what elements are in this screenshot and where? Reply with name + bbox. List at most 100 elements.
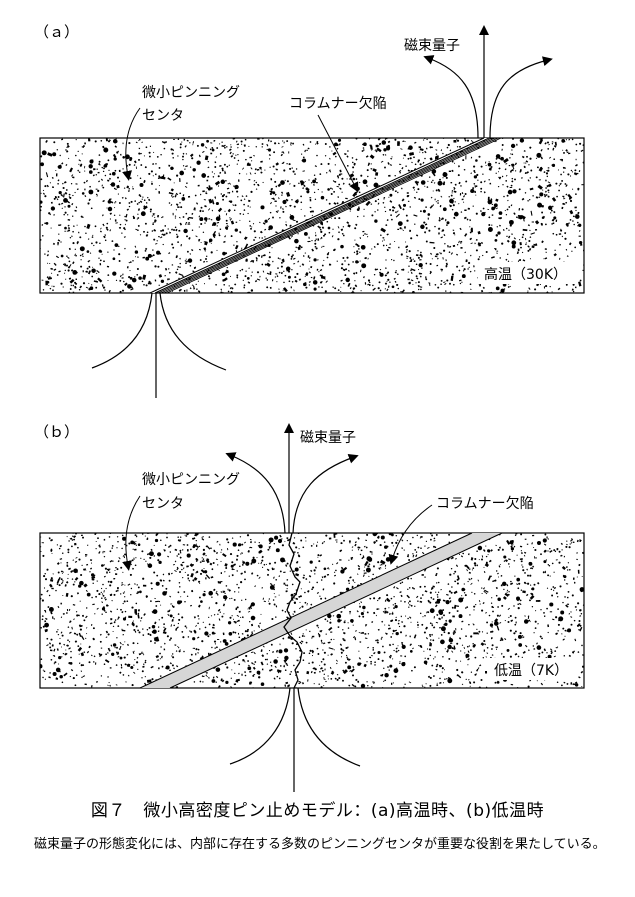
pinning-center-dot — [283, 169, 286, 172]
pinning-center-dot — [150, 665, 154, 669]
pinning-center-dot — [217, 594, 219, 596]
pinning-center-dot — [246, 534, 250, 537]
pinning-center-dot — [107, 199, 112, 204]
pinning-center-dot — [408, 604, 411, 606]
pinning-center-dot — [71, 235, 73, 238]
pinning-center-dot — [146, 679, 152, 683]
pinning-center-dot — [67, 224, 70, 227]
pinning-center-dot — [67, 639, 69, 642]
pinning-center-dot — [118, 253, 121, 256]
pinning-center-dot — [46, 184, 49, 188]
pinning-center-dot — [352, 161, 354, 164]
pinning-center-dot — [311, 661, 314, 664]
pinning-center-dot — [392, 611, 394, 613]
pinning-center-dot — [72, 559, 74, 562]
pinning-center-dot — [375, 172, 379, 176]
pinning-center-dot — [399, 591, 402, 594]
pinning-center-dot — [151, 230, 154, 232]
pinning-center-dot — [74, 560, 78, 563]
pinning-center-dot — [326, 256, 329, 259]
pinning-center-dot — [358, 546, 361, 549]
pinning-center-dot — [465, 607, 467, 609]
pinning-center-dot — [570, 538, 574, 541]
pinning-center-dot — [407, 588, 409, 591]
pinning-center-dot — [569, 219, 572, 221]
pinning-center-dot — [521, 635, 524, 637]
pinning-center-dot — [401, 547, 404, 549]
pinning-center-dot — [517, 259, 520, 263]
pinning-center-dot — [227, 588, 229, 591]
pinning-center-dot — [214, 166, 217, 168]
panel-a-flux-in-defect-4 — [166, 137, 502, 294]
pinning-center-dot — [407, 157, 410, 160]
pinning-center-dot — [40, 627, 42, 629]
pinning-center-dot — [561, 549, 563, 551]
pinning-center-dot — [434, 283, 437, 286]
pinning-center-dot — [103, 235, 106, 239]
pinning-center-dot — [281, 544, 284, 547]
pinning-center-dot — [482, 286, 485, 289]
pinning-center-dot — [573, 619, 576, 622]
pinning-center-dot — [101, 184, 103, 187]
pinning-center-dot — [501, 144, 504, 146]
pinning-center-dot — [427, 546, 430, 549]
pinning-center-dot — [536, 166, 539, 169]
pinning-center-dot — [552, 232, 555, 235]
pinning-center-dot — [470, 671, 473, 673]
pinning-center-dot — [495, 286, 500, 291]
pinning-center-dot — [273, 593, 275, 595]
pinning-center-dot — [214, 198, 216, 200]
pinning-center-dot — [433, 675, 435, 677]
pinning-center-dot — [102, 594, 105, 597]
pinning-center-dot — [62, 652, 65, 655]
pinning-center-dot — [200, 569, 205, 574]
pinning-center-dot — [432, 598, 435, 601]
pinning-center-dot — [341, 191, 343, 193]
pinning-center-dot — [135, 228, 138, 231]
pinning-center-dot — [107, 647, 110, 650]
pinning-center-dot — [419, 536, 422, 539]
pinning-center-dot — [169, 614, 172, 617]
pinning-center-dot — [79, 628, 82, 631]
pinning-center-dot — [186, 595, 189, 598]
pinning-center-dot — [475, 185, 478, 187]
pinning-center-dot — [127, 583, 131, 586]
pinning-center-dot — [150, 600, 152, 602]
pinning-center-dot — [480, 181, 483, 184]
pinning-center-dot — [450, 252, 453, 255]
pinning-center-dot — [254, 236, 257, 239]
pinning-center-dot — [362, 574, 365, 577]
pinning-center-dot — [246, 634, 249, 637]
pinning-center-dot — [240, 572, 243, 575]
pinning-center-dot — [155, 163, 157, 165]
pinning-center-dot — [78, 662, 81, 665]
pinning-center-dot — [164, 267, 168, 271]
pinning-center-dot — [53, 655, 56, 657]
pinning-center-dot — [74, 154, 77, 157]
pinning-center-dot — [407, 278, 410, 281]
pinning-center-dot — [219, 580, 222, 584]
pinning-center-dot — [393, 596, 395, 598]
pinning-center-dot — [121, 534, 124, 537]
pinning-center-dot — [337, 226, 340, 229]
pinning-center-dot — [316, 141, 319, 143]
pinning-center-dot — [477, 667, 480, 670]
pinning-center-dot — [198, 604, 201, 608]
pinning-center-dot — [455, 558, 457, 560]
pinning-center-dot — [89, 185, 91, 188]
pinning-center-dot — [523, 150, 526, 152]
pinning-center-dot — [332, 228, 334, 230]
pinning-center-dot — [543, 648, 547, 652]
pinning-center-dot — [495, 172, 497, 174]
pinning-center-dot — [504, 638, 507, 641]
pinning-center-dot — [280, 180, 283, 183]
pinning-center-dot — [268, 650, 271, 652]
pinning-center-dot — [387, 162, 390, 165]
pinning-center-dot — [351, 585, 354, 589]
pinning-center-dot — [433, 246, 436, 250]
pinning-center-dot — [538, 652, 541, 655]
pinning-center-dot — [81, 276, 83, 278]
pinning-center-dot — [69, 288, 72, 290]
pinning-center-dot — [56, 544, 59, 546]
pinning-center-dot — [142, 256, 145, 259]
